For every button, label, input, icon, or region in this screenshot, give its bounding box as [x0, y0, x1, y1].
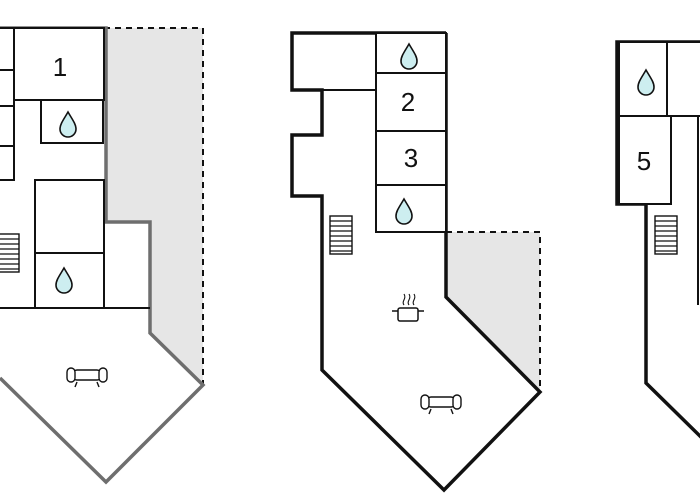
cooking-pot-icon [391, 293, 425, 322]
closet-1 [0, 27, 15, 71]
stairs-icon [0, 233, 20, 273]
room-2-label: 2 [401, 87, 415, 117]
stairs-icon [654, 215, 678, 255]
bathroom-4 [375, 184, 447, 233]
terrace-area [446, 232, 540, 392]
building-outline [290, 31, 543, 493]
terrace-dashed-border [446, 231, 541, 392]
room-3 [375, 130, 447, 186]
closet-4 [0, 145, 15, 181]
floor-right: 5 [615, 40, 700, 439]
room-5-label: 5 [637, 146, 651, 176]
room-2 [375, 72, 447, 132]
floor-left: 1 [0, 26, 206, 485]
room-3-label: 3 [404, 143, 418, 173]
closet-2 [0, 69, 15, 107]
stairs-icon [329, 215, 353, 255]
room-unlabeled [34, 179, 105, 254]
terrace-dashed-border [82, 27, 204, 385]
floor-middle: 2 3 [290, 31, 543, 493]
closet-3 [0, 105, 15, 147]
building-outline [0, 26, 206, 485]
sofa-icon [420, 394, 462, 415]
room-5 [618, 115, 672, 205]
sofa-icon [66, 367, 108, 388]
terrace-area [106, 28, 203, 385]
room-unlabeled-right [666, 41, 700, 117]
room-1-label: 1 [53, 52, 67, 82]
